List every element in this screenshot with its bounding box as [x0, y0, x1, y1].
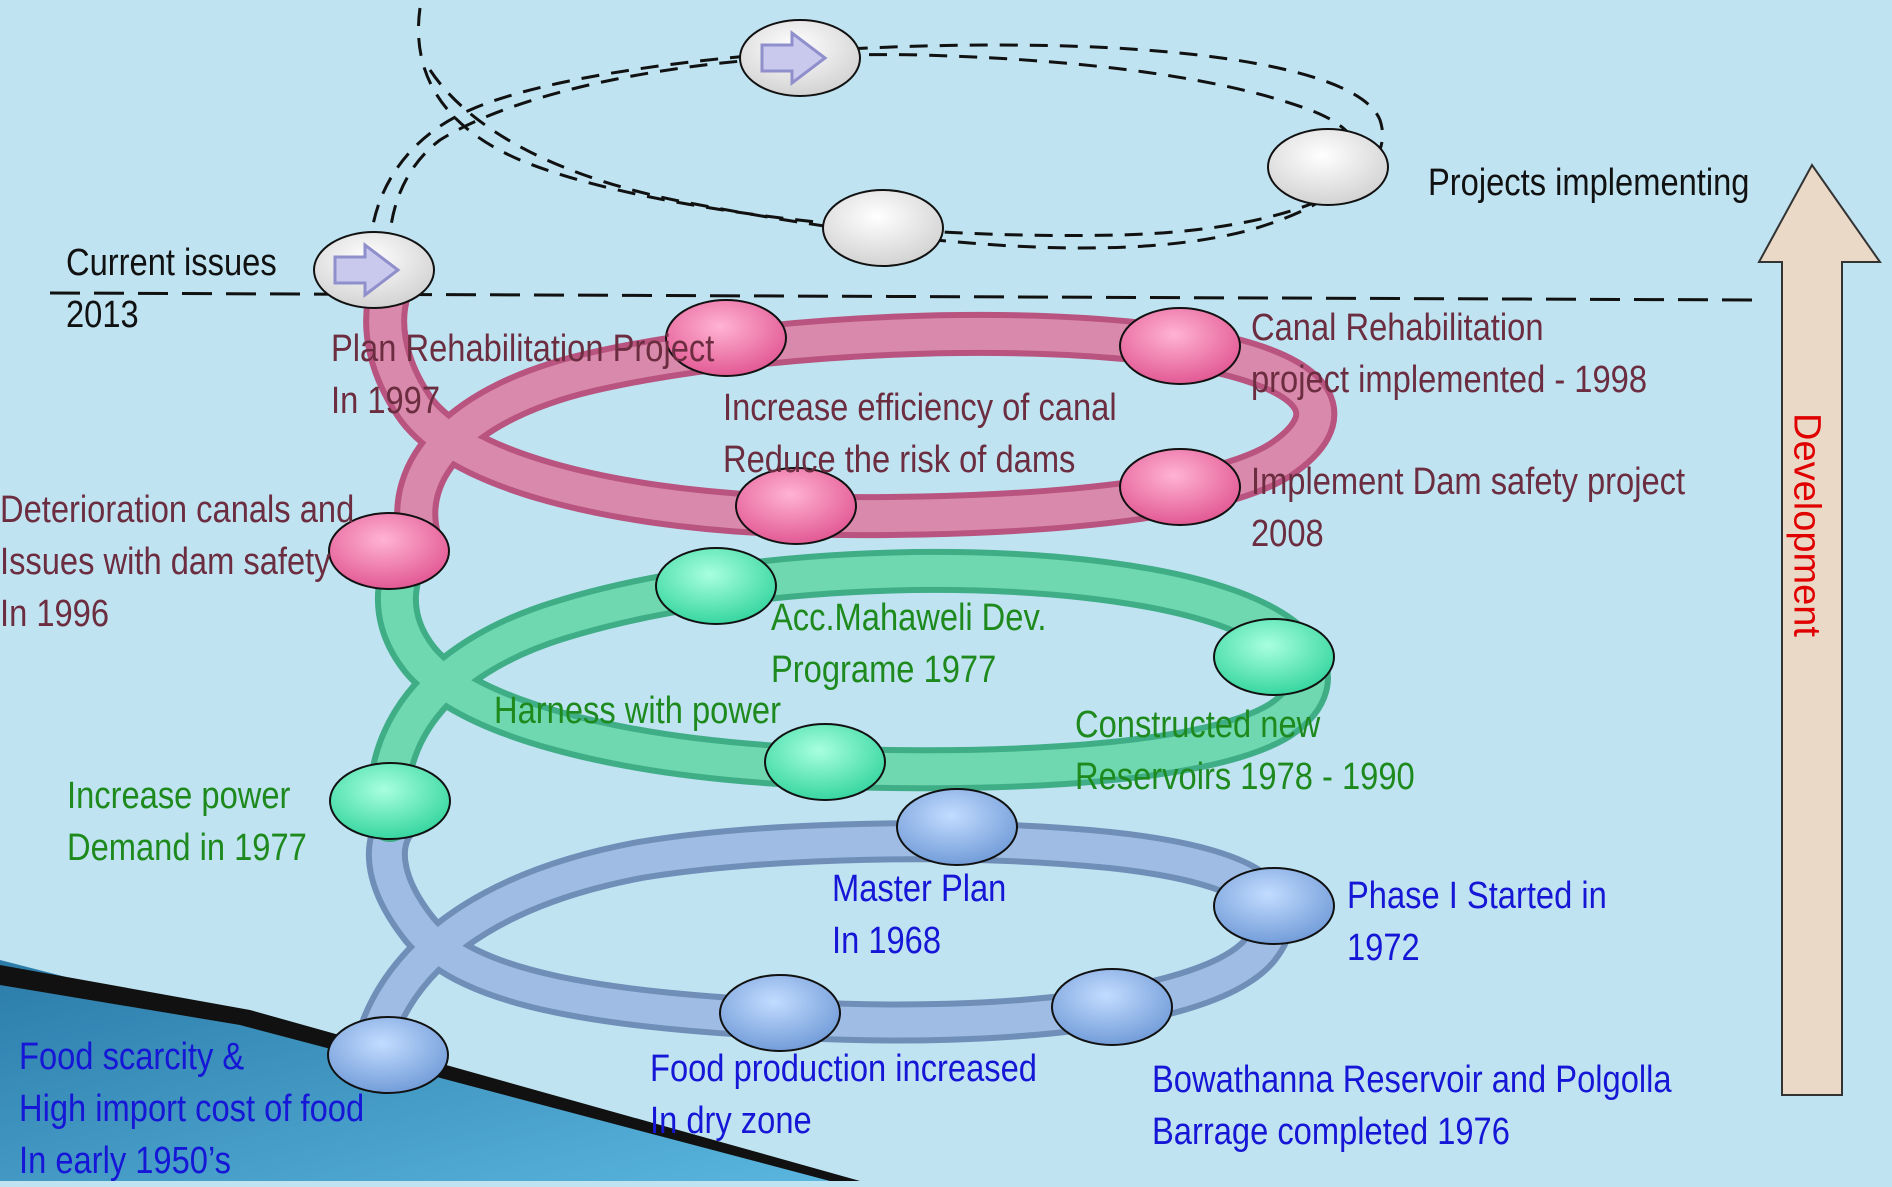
label-harness-power: Harness with power [494, 690, 781, 732]
node-phase-one [1213, 867, 1335, 945]
node-plan-rehab [665, 299, 787, 377]
right-arrow-icon [760, 29, 828, 87]
label-projects-implementing: Projects implementing [1428, 162, 1750, 204]
future-dashed-loops [368, 7, 1384, 271]
label-master-plan: Master Plan In 1968 [832, 868, 1007, 962]
right-arrow-icon [333, 241, 401, 299]
node-deterioration [328, 512, 450, 590]
node-canal-rehab [1119, 307, 1241, 385]
label-phase-one: Phase I Started in 1972 [1347, 875, 1607, 969]
label-plan-rehab: Plan Rehabilitation Project In 1997 [331, 328, 715, 422]
label-increase-power: Increase power Demand in 1977 [67, 775, 307, 869]
label-constructed-reservoirs: Constructed new Reservoirs 1978 - 1990 [1075, 704, 1415, 798]
node-harness-power [764, 723, 886, 801]
label-acc-mahaweli: Acc.Mahaweli Dev. Programe 1977 [771, 597, 1047, 691]
node-constructed-reservoirs [1213, 618, 1335, 696]
node-future-2 [1267, 128, 1389, 206]
label-development: Development [1785, 413, 1828, 637]
node-food-production [719, 974, 841, 1052]
blue-nodes [327, 788, 1335, 1094]
node-future-1 [822, 189, 944, 267]
node-dam-safety [1119, 448, 1241, 526]
label-deterioration: Deterioration canals and Issues with dam… [0, 489, 355, 635]
green-nodes [329, 547, 1335, 840]
blue-spiral-band [354, 799, 1295, 1061]
pink-nodes [328, 299, 1241, 590]
node-food-scarcity [327, 1016, 449, 1094]
node-master-plan [896, 788, 1018, 866]
label-bowathanna: Bowathanna Reservoir and Polgolla Barrag… [1152, 1059, 1672, 1153]
node-bowathanna [1051, 968, 1173, 1046]
node-increase-efficiency [735, 467, 857, 545]
pink-spiral-band [363, 268, 1338, 562]
label-increase-efficiency: Increase efficiency of canal Reduce the … [723, 387, 1117, 481]
development-arrow [1757, 163, 1882, 1096]
label-food-production: Food production increased In dry zone [650, 1048, 1037, 1142]
label-food-scarcity: Food scarcity & High import cost of food… [19, 1036, 365, 1182]
current-year-line [49, 291, 1756, 302]
label-dam-safety: Implement Dam safety project 2008 [1251, 461, 1686, 555]
green-spiral-band [366, 518, 1331, 842]
label-current-issues: Current issues 2013 [66, 242, 277, 336]
node-acc-mahaweli [655, 547, 777, 625]
white-nodes [313, 19, 1389, 309]
node-increase-power [329, 762, 451, 840]
label-canal-rehab: Canal Rehabilitation project implemented… [1251, 307, 1648, 401]
